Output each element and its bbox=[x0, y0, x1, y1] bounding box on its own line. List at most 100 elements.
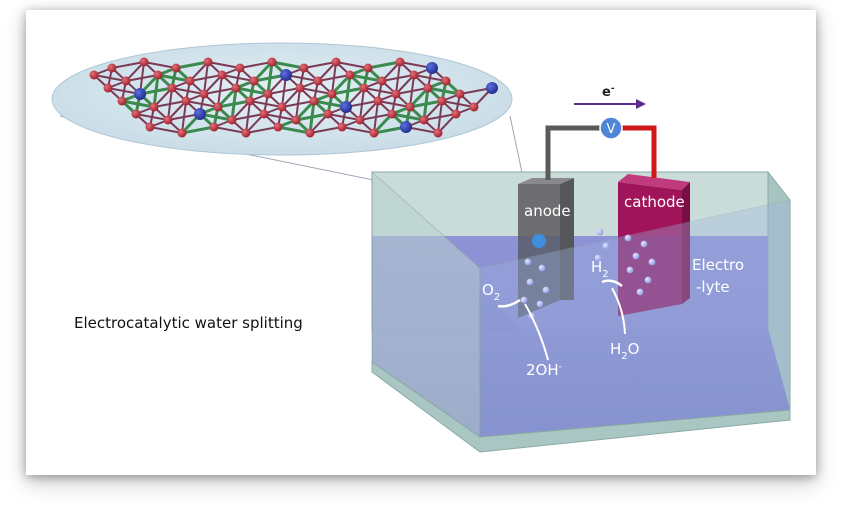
gas-bubble bbox=[640, 240, 648, 248]
gas-bubble bbox=[520, 296, 528, 304]
lattice-atom-oxygen bbox=[327, 89, 337, 99]
lattice-atom-oxygen bbox=[313, 76, 323, 86]
lattice-bond bbox=[277, 125, 311, 135]
lattice-atom-oxygen bbox=[145, 122, 155, 132]
lattice-bond bbox=[377, 100, 411, 108]
lattice-bond bbox=[231, 113, 265, 121]
lattice-atom-oxygen bbox=[277, 102, 287, 112]
lattice-atom-oxygen bbox=[249, 76, 259, 86]
lattice-atom-oxygen bbox=[423, 83, 433, 93]
lattice-atom-oxygen bbox=[451, 109, 461, 119]
gas-bubble bbox=[624, 234, 632, 242]
lattice-atom-oxygen bbox=[345, 70, 355, 80]
lattice-atom-oxygen bbox=[181, 96, 191, 106]
lattice-bond bbox=[239, 61, 273, 69]
lattice-bond bbox=[413, 74, 447, 82]
lattice-bond bbox=[359, 113, 393, 121]
lattice-bond bbox=[441, 100, 475, 108]
lattice-atom-oxygen bbox=[177, 128, 187, 138]
lattice-atom-oxygen bbox=[89, 70, 99, 80]
lattice-atom-metal bbox=[426, 62, 438, 74]
lattice-bond bbox=[299, 87, 333, 95]
lattice-atom-oxygen bbox=[171, 63, 181, 73]
lattice-bond bbox=[349, 73, 383, 83]
crystal-lattice-inset bbox=[51, 42, 513, 156]
lattice-atom-oxygen bbox=[167, 83, 177, 93]
lattice-atom-oxygen bbox=[235, 63, 245, 73]
lattice-bond bbox=[185, 100, 219, 108]
lattice-bond bbox=[207, 61, 241, 69]
gas-bubble bbox=[602, 242, 610, 250]
h2o-label: H2O bbox=[610, 340, 639, 362]
lattice-bond bbox=[175, 60, 209, 70]
hydroxide-label: 2OH- bbox=[526, 361, 562, 379]
cathode-top bbox=[618, 174, 690, 190]
reaction-labels: O2 H2 H2O 2OH- Electro -lyte bbox=[482, 256, 744, 379]
lattice-atom-oxygen bbox=[153, 70, 163, 80]
anode-wire bbox=[545, 125, 600, 180]
lattice-atom-oxygen bbox=[213, 102, 223, 112]
figure-caption: Electrocatalytic water splitting bbox=[74, 314, 303, 332]
lattice-atom-oxygen bbox=[267, 57, 277, 67]
lattice-atom-oxygen bbox=[121, 76, 131, 86]
lattice-bond bbox=[125, 74, 159, 82]
electron-label: e- bbox=[602, 84, 615, 100]
lattice-atom-oxygen bbox=[199, 89, 209, 99]
gas-bubble bbox=[596, 228, 604, 236]
electrolyte-label-line2: -lyte bbox=[696, 278, 730, 296]
lattice-bond bbox=[391, 112, 425, 122]
lattice-atom-oxygen bbox=[309, 96, 319, 106]
lattice-atom-oxygen bbox=[263, 89, 273, 99]
lattice-bond bbox=[271, 60, 305, 70]
lattice-bond bbox=[423, 113, 457, 121]
anode-side bbox=[560, 178, 574, 300]
lattice-atom-oxygen bbox=[117, 96, 127, 106]
gas-bubble bbox=[536, 300, 544, 308]
lattice-atom-oxygen bbox=[305, 128, 315, 138]
lattice-bond bbox=[409, 99, 443, 109]
lattice-bond bbox=[341, 126, 375, 134]
lattice-bond bbox=[143, 61, 177, 69]
lattice-bond bbox=[263, 113, 297, 121]
lattice-atom-oxygen bbox=[103, 83, 113, 93]
lattice-bond bbox=[395, 87, 429, 95]
lattice-bond bbox=[427, 86, 461, 96]
lattice-atom-metal bbox=[486, 82, 498, 94]
lattice-atom-oxygen bbox=[227, 115, 237, 125]
cathode-label: cathode bbox=[624, 193, 685, 211]
lattice-atoms bbox=[89, 57, 498, 138]
anode-submerged-tint bbox=[518, 236, 560, 318]
lattice-bond bbox=[245, 126, 279, 134]
gas-bubble bbox=[526, 278, 534, 286]
lattice-atom-oxygen bbox=[363, 63, 373, 73]
lattice-atom-metal bbox=[280, 69, 292, 81]
lattice-atom-oxygen bbox=[241, 128, 251, 138]
lattice-bond bbox=[235, 86, 269, 96]
oh-to-o2-arrow bbox=[524, 303, 549, 361]
anode-top bbox=[518, 178, 574, 184]
lattice-atom-metal bbox=[134, 88, 146, 100]
lattice-bond bbox=[181, 125, 215, 135]
lattice-atom-oxygen bbox=[419, 115, 429, 125]
lattice-atom-oxygen bbox=[163, 115, 173, 125]
lattice-bond bbox=[327, 113, 361, 121]
h2-arrow-tip bbox=[601, 279, 623, 287]
lattice-atom-metal bbox=[340, 101, 352, 113]
lattice-atom-oxygen bbox=[203, 57, 213, 67]
lattice-atom-oxygen bbox=[409, 70, 419, 80]
lattice-atom-oxygen bbox=[217, 70, 227, 80]
lattice-bond bbox=[281, 100, 315, 108]
h2o-to-h2-arrow bbox=[611, 287, 626, 335]
lattice-bond bbox=[213, 126, 247, 134]
lattice-bond bbox=[111, 61, 145, 69]
lattice-bond bbox=[171, 87, 205, 95]
lattice-bond bbox=[331, 86, 365, 96]
lattice-bond bbox=[121, 99, 155, 109]
lattice-bond bbox=[221, 74, 255, 82]
lattice-atom-oxygen bbox=[291, 115, 301, 125]
lattice-atom-oxygen bbox=[373, 96, 383, 106]
lattice-atom-oxygen bbox=[369, 128, 379, 138]
gas-bubble bbox=[626, 266, 634, 274]
